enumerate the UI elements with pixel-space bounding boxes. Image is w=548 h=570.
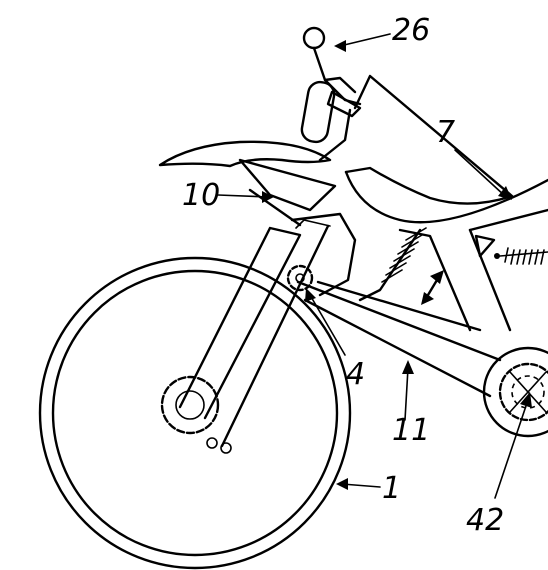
rear-suspension-spring [499,247,548,265]
label-pivot: 4 [346,357,365,392]
label-handlebar: 26 [392,13,430,48]
pivot-sprocket [286,264,314,292]
label-swing-arm: 11 [392,413,430,448]
handlebar-assembly [300,26,362,162]
label-front-wheel: 1 [382,471,401,506]
front-wheel [38,256,352,570]
double-arrow [421,270,444,305]
crank-sprocket [482,346,548,438]
front-fender [158,140,332,168]
rear-shock-spring [358,227,427,302]
label-frame: 7 [436,115,455,150]
label-fork-link: 10 [182,178,220,213]
triangle-marker-icon [474,234,500,259]
swing-arm [296,280,502,398]
main-frame [238,74,548,332]
front-hub-sprocket [160,375,232,454]
leader-lines [217,33,532,499]
label-crank-sprocket: 42 [466,503,504,538]
